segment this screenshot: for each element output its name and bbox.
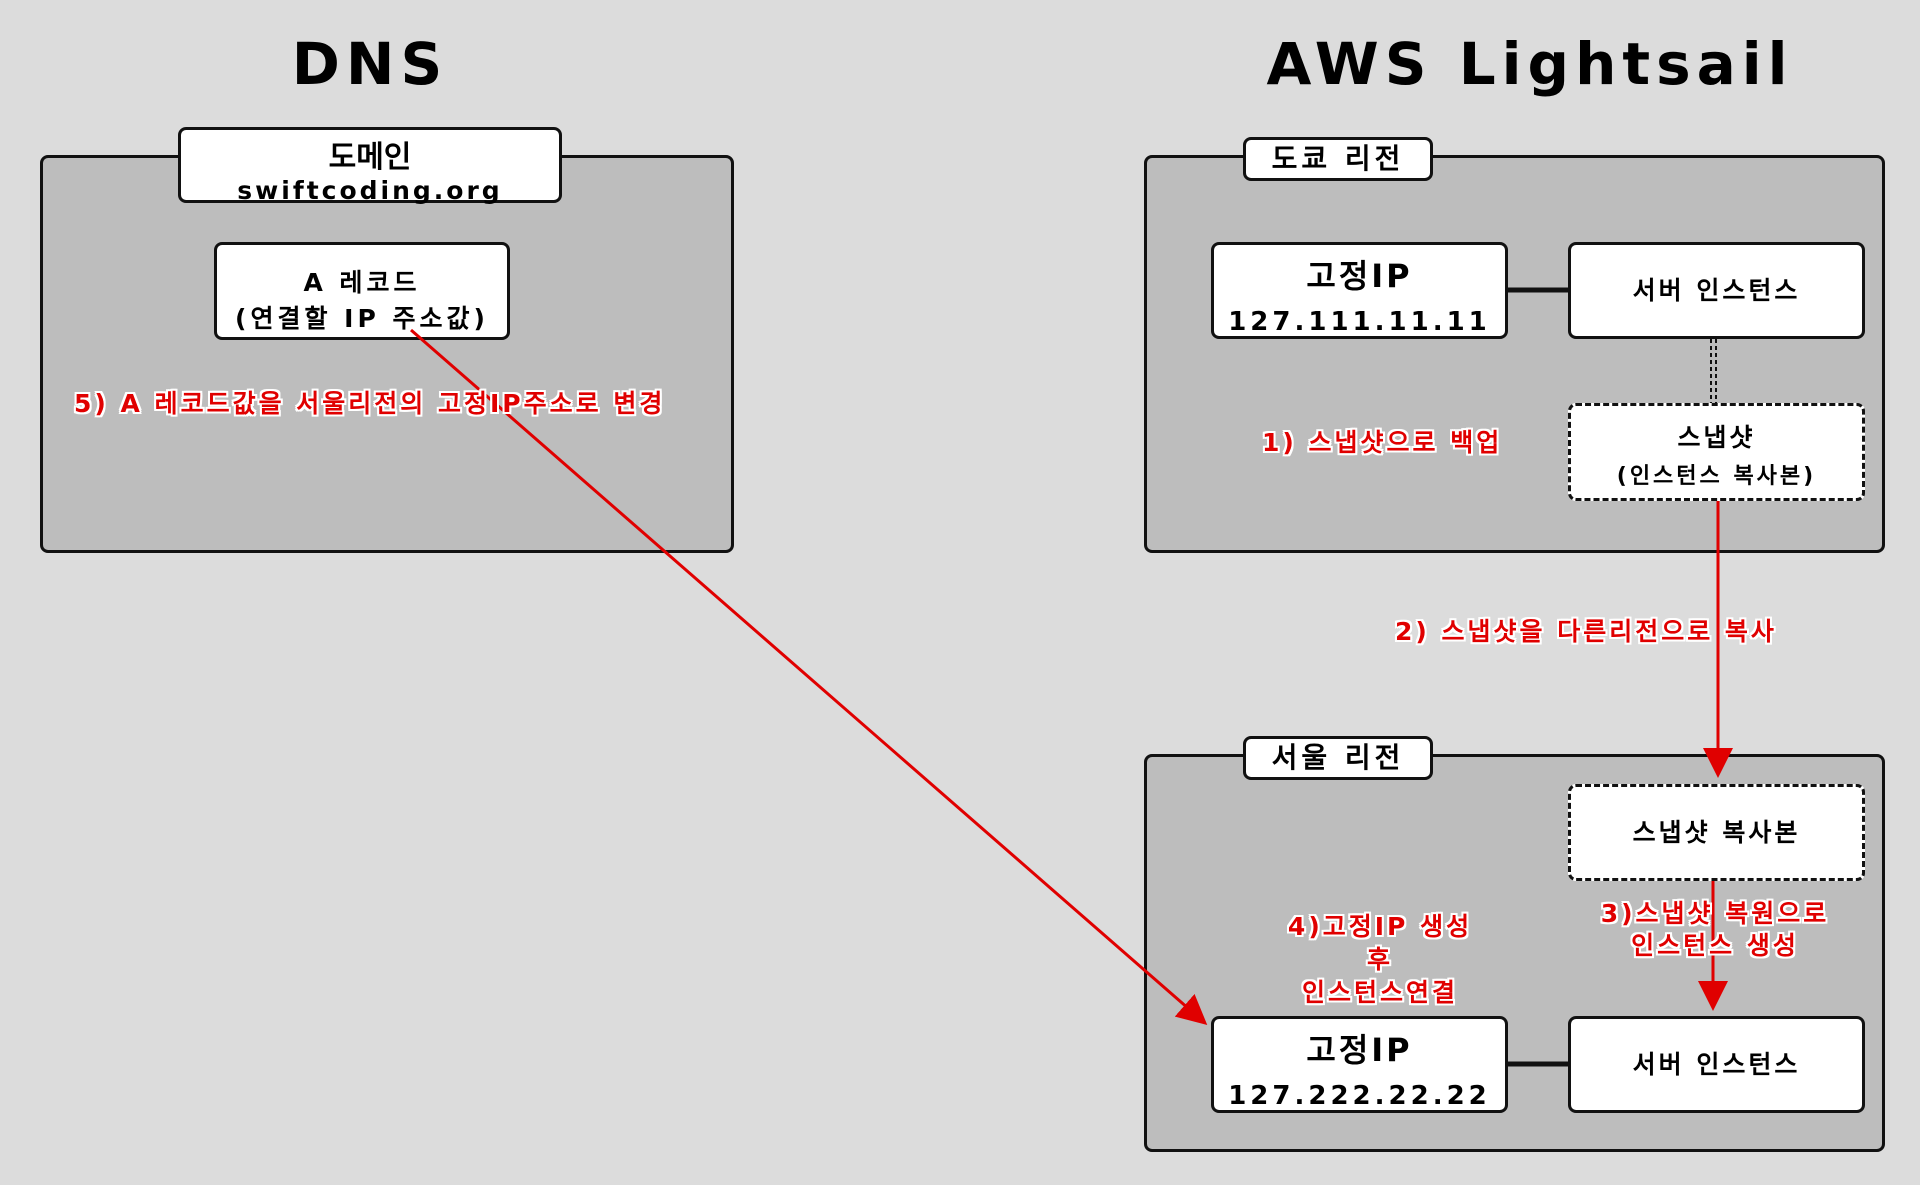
- tokyo-snapshot-sub: (인스턴스 복사본): [1616, 464, 1817, 489]
- seoul-static-ip-title: 고정IP: [1306, 1031, 1413, 1069]
- seoul-snapshot-copy-box: 스냅샷 복사본: [1568, 784, 1865, 881]
- domain-tab: 도메인 swiftcoding.org: [178, 127, 562, 205]
- step1-label: 1) 스냅샷으로 백업: [1262, 428, 1503, 457]
- tokyo-snapshot-title: 스냅샷: [1677, 423, 1756, 452]
- tokyo-static-ip-value: 127.111.11.11: [1228, 307, 1491, 337]
- domain-value: swiftcoding.org: [237, 176, 503, 205]
- seoul-server-instance-box: 서버 인스턴스: [1568, 1016, 1865, 1113]
- step4-line1: 4)고정IP 생성: [1287, 912, 1473, 941]
- a-record-box: A 레코드 (연결할 IP 주소값): [214, 242, 510, 340]
- tokyo-static-ip-box: 고정IP 127.111.11.11: [1211, 242, 1508, 339]
- tokyo-server-instance-box: 서버 인스턴스: [1568, 242, 1865, 339]
- seoul-static-ip-box: 고정IP 127.222.22.22: [1211, 1016, 1508, 1113]
- step2-label: 2) 스냅샷을 다른리전으로 복사: [1395, 617, 1777, 646]
- a-record-line1: A 레코드: [303, 268, 421, 297]
- seoul-static-ip-value: 127.222.22.22: [1228, 1081, 1491, 1111]
- step3-line1: 3)스냅샷 복원으로: [1600, 899, 1830, 928]
- dns-region: [40, 155, 734, 553]
- seoul-region-tab: 서울 리전: [1243, 736, 1433, 780]
- step3-label: 3)스냅샷 복원으로 인스턴스 생성: [1580, 898, 1850, 962]
- tokyo-snapshot-box: 스냅샷 (인스턴스 복사본): [1568, 403, 1865, 501]
- aws-title: AWS Lightsail: [1266, 30, 1794, 98]
- step4-line2: 후: [1366, 945, 1393, 974]
- a-record-line2: (연결할 IP 주소값): [235, 304, 489, 333]
- step3-line2: 인스턴스 생성: [1631, 931, 1799, 960]
- step4-line3: 인스턴스연결: [1301, 978, 1458, 1007]
- tokyo-region-tab: 도쿄 리전: [1243, 137, 1433, 181]
- dns-title: DNS: [291, 30, 449, 98]
- domain-label: 도메인: [328, 140, 412, 175]
- tokyo-static-ip-title: 고정IP: [1306, 257, 1413, 295]
- step5-label: 5) A 레코드값을 서울리전의 고정IP주소로 변경: [74, 389, 666, 418]
- step4-label: 4)고정IP 생성 후 인스턴스연결: [1230, 910, 1530, 1009]
